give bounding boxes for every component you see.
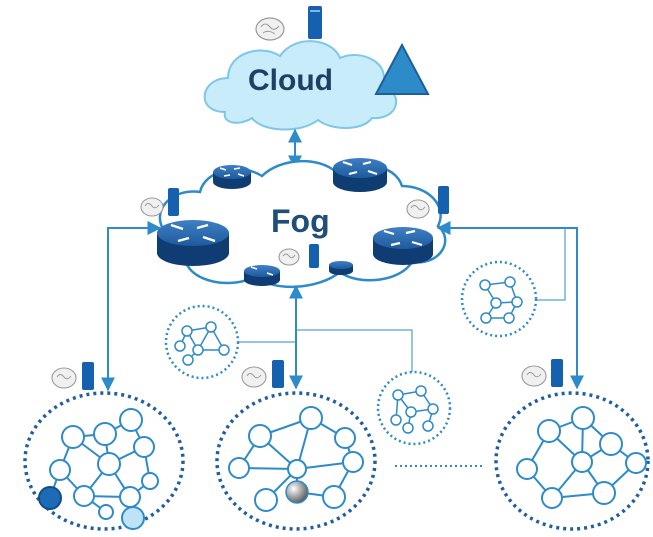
brain-icon [406, 199, 430, 219]
server-icon [308, 6, 322, 39]
server-icon [309, 244, 319, 268]
router-icon [213, 165, 251, 189]
server-icon [438, 186, 449, 214]
small-cluster [376, 370, 452, 446]
fog-label: Fog [271, 203, 330, 239]
edge-cluster-left [23, 391, 185, 531]
thin-links [237, 228, 566, 378]
router-icon [373, 227, 433, 265]
server-icon [82, 362, 94, 390]
brain-icon [278, 248, 300, 266]
small-cluster [460, 260, 538, 338]
small-cluster [164, 304, 240, 380]
router-icon [329, 261, 353, 275]
edge-cluster-right [494, 391, 650, 531]
router-icon [333, 158, 387, 192]
cloud-shape [203, 40, 398, 131]
brain-icon [521, 365, 547, 387]
brain-icon [140, 197, 164, 217]
brain-icon [241, 366, 267, 388]
edge-cluster-middle [215, 391, 377, 531]
server-icon [168, 188, 179, 216]
server-icon [272, 360, 284, 388]
triangle-icon [374, 42, 430, 95]
router-icon [244, 265, 280, 286]
server-icon [551, 359, 563, 387]
router-icon [157, 220, 229, 266]
brain-icon [255, 17, 285, 41]
brain-icon [51, 367, 77, 389]
connection-lines [101, 221, 584, 392]
cloud-label: Cloud [248, 64, 333, 97]
